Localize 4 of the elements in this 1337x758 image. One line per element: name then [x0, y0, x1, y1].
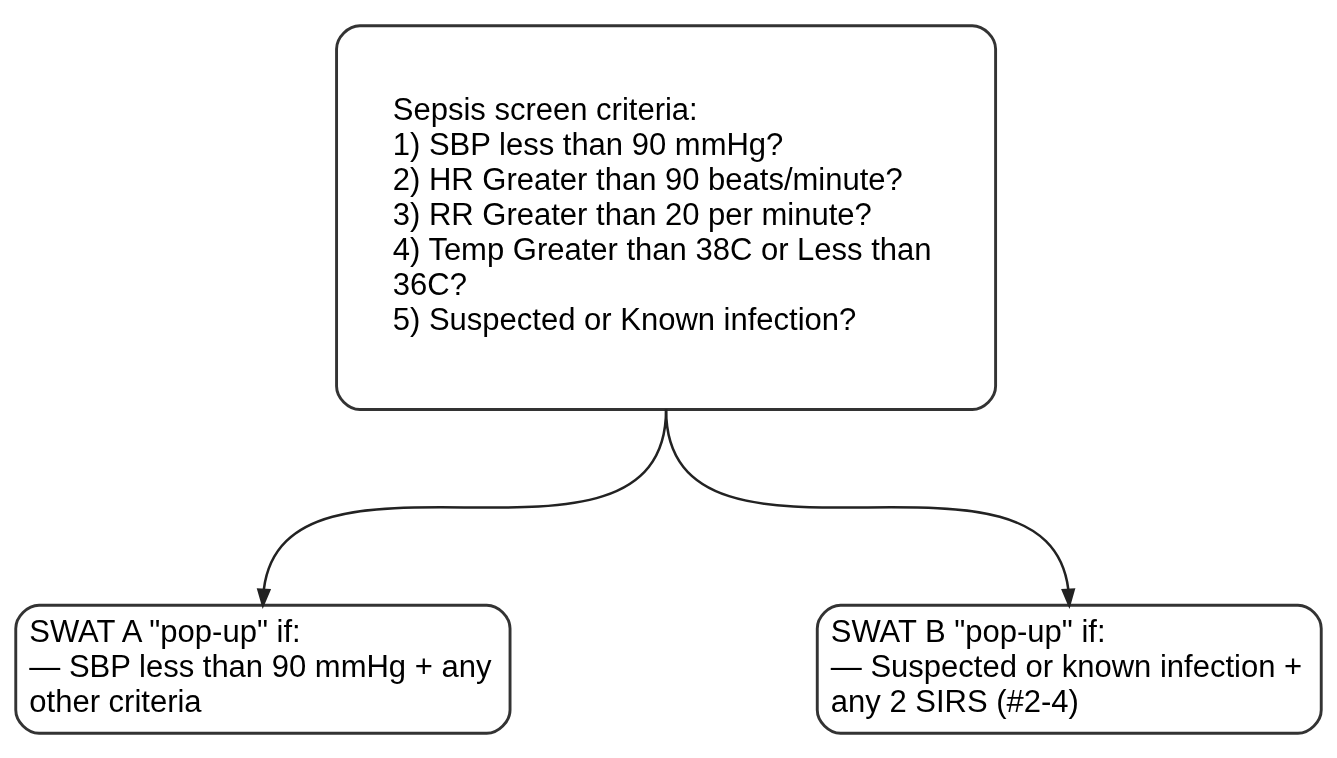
arrow — [664, 408, 1076, 609]
node-box: SWAT A "pop-up" if: — SBP less than 90 mmHg + any other criteria — [14, 603, 512, 735]
node-box: Sepsis screen criteria: 1) SBP less than 90 mmHg? 2) HR Greater than 90 beats/minute? 3) RR Greater than 20 per minute? 4) Temp Greater than 38C or Less than 36C? 5) Suspected or Known infection? — [335, 23, 998, 411]
node-box: SWAT B "pop-up" if: — Suspected or known infection + any 2 SIRS (#2-4) — [815, 603, 1323, 735]
